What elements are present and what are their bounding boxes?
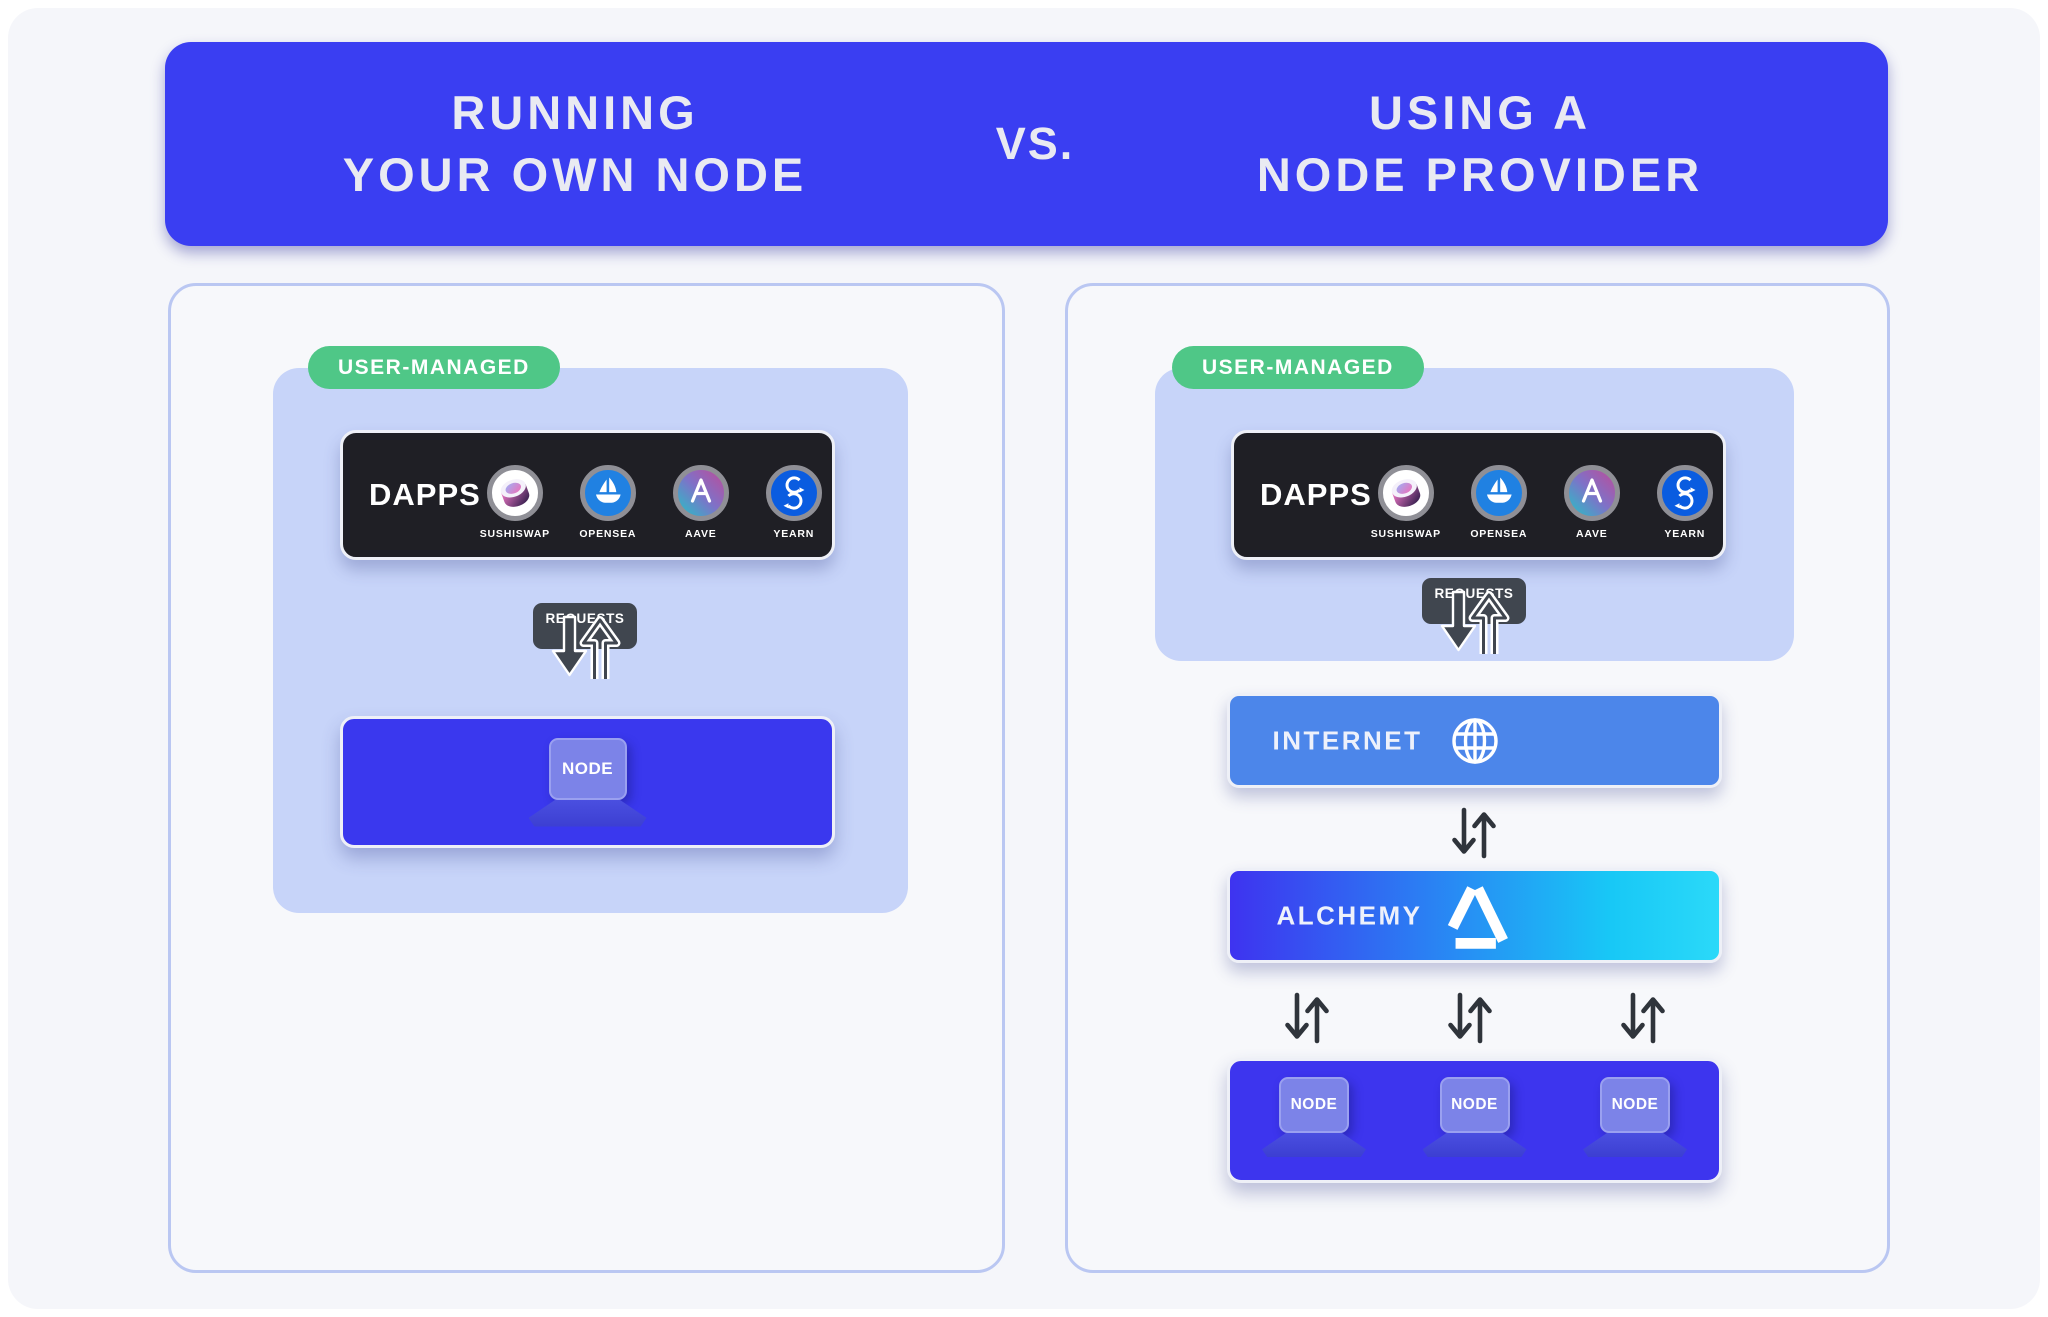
requests-badge: REQUESTS [533, 603, 637, 679]
title-line-1: USING A [1368, 85, 1592, 139]
yearn-icon [1656, 464, 1713, 521]
user-managed-badge: USER-MANAGED [1172, 346, 1424, 389]
dapp-icon-group: SUSHISWAP OPENSEA [1371, 458, 1719, 540]
node-provider-panel: USER-MANAGED DAPPS SUSHISWAP [1065, 283, 1890, 1273]
dapp-item-aave: AAVE [667, 464, 735, 540]
requests-arrows-icon [551, 615, 621, 679]
opensea-icon [1470, 464, 1527, 521]
dapp-name: YEARN [1664, 527, 1706, 540]
dapp-item-aave: AAVE [1558, 464, 1626, 540]
opensea-icon [579, 464, 636, 521]
laptop-icon: NODE [1262, 1077, 1366, 1157]
node-label: NODE [561, 758, 614, 778]
laptop-base [1583, 1133, 1687, 1157]
dapp-icon-group: SUSHISWAP OPENSEA [480, 458, 828, 540]
title-line-1: RUNNING [451, 85, 699, 139]
alchemy-bar: ALCHEMY [1227, 868, 1722, 963]
nodes-bar: NODE NODE NODE [1227, 1058, 1722, 1183]
dapp-item-opensea: OPENSEA [1465, 464, 1533, 540]
updown-arrow-icon [1285, 992, 1329, 1044]
dapp-item-yearn: YEARN [1651, 464, 1719, 540]
dapp-name: OPENSEA [579, 527, 637, 540]
laptop-icon: NODE [528, 737, 647, 827]
node-box: NODE [340, 716, 835, 848]
sushiswap-icon [1377, 464, 1434, 521]
dapp-item-sushiswap: SUSHISWAP [479, 464, 550, 540]
aave-icon [672, 464, 729, 521]
dapps-bar: DAPPS SUSHISWAP [340, 430, 835, 560]
right-column-title: USING A NODE PROVIDER [1130, 42, 1830, 246]
laptop-icon: NODE [1422, 1077, 1527, 1157]
alchemy-logo-icon [1447, 885, 1508, 949]
updown-arrow-icon [1452, 807, 1496, 859]
dapp-name: AAVE [1576, 527, 1608, 540]
requests-badge: REQUESTS [1422, 578, 1526, 654]
left-column-title: RUNNING YOUR OWN NODE [225, 42, 925, 246]
laptop-base [1422, 1133, 1527, 1157]
dapp-name: OPENSEA [1470, 527, 1528, 540]
header-banner: RUNNING YOUR OWN NODE VS. USING A NODE P… [165, 42, 1888, 246]
node-label: NODE [1290, 1096, 1338, 1113]
node-label: NODE [1451, 1096, 1498, 1113]
laptop-screen: NODE [548, 737, 627, 800]
sushiswap-icon [486, 464, 543, 521]
dapp-name: SUSHISWAP [1370, 527, 1441, 540]
laptop-screen: NODE [1279, 1077, 1349, 1133]
globe-icon [1451, 717, 1498, 764]
dapps-bar: DAPPS SUSHISWAP [1231, 430, 1726, 560]
laptop-screen: NODE [1439, 1077, 1510, 1133]
dapp-name: AAVE [685, 527, 717, 540]
updown-arrow-icon [1448, 992, 1492, 1044]
dapp-name: SUSHISWAP [479, 527, 550, 540]
alchemy-label: ALCHEMY [1276, 900, 1423, 930]
laptop-base [528, 799, 647, 827]
updown-arrow-icon [1621, 992, 1665, 1044]
node-label: NODE [1611, 1096, 1659, 1113]
own-node-panel: USER-MANAGED DAPPS SUSHISWAP [168, 283, 1005, 1273]
laptop-screen: NODE [1600, 1077, 1670, 1133]
dapp-item-opensea: OPENSEA [574, 464, 642, 540]
dapp-item-sushiswap: SUSHISWAP [1370, 464, 1441, 540]
internet-bar: INTERNET [1227, 693, 1722, 788]
dapps-label: DAPPS [1260, 477, 1372, 512]
dapp-item-yearn: YEARN [760, 464, 828, 540]
title-line-2: NODE PROVIDER [1256, 148, 1704, 201]
internet-label: INTERNET [1272, 725, 1423, 755]
vs-label: VS. [995, 118, 1075, 169]
requests-arrows-icon [1440, 590, 1510, 654]
dapps-label: DAPPS [369, 477, 481, 512]
aave-icon [1563, 464, 1620, 521]
dapp-name: YEARN [773, 527, 815, 540]
user-managed-badge: USER-MANAGED [308, 346, 560, 389]
yearn-icon [765, 464, 822, 521]
laptop-base [1262, 1133, 1366, 1157]
laptop-icon: NODE [1583, 1077, 1687, 1157]
title-line-2: YOUR OWN NODE [342, 148, 808, 201]
